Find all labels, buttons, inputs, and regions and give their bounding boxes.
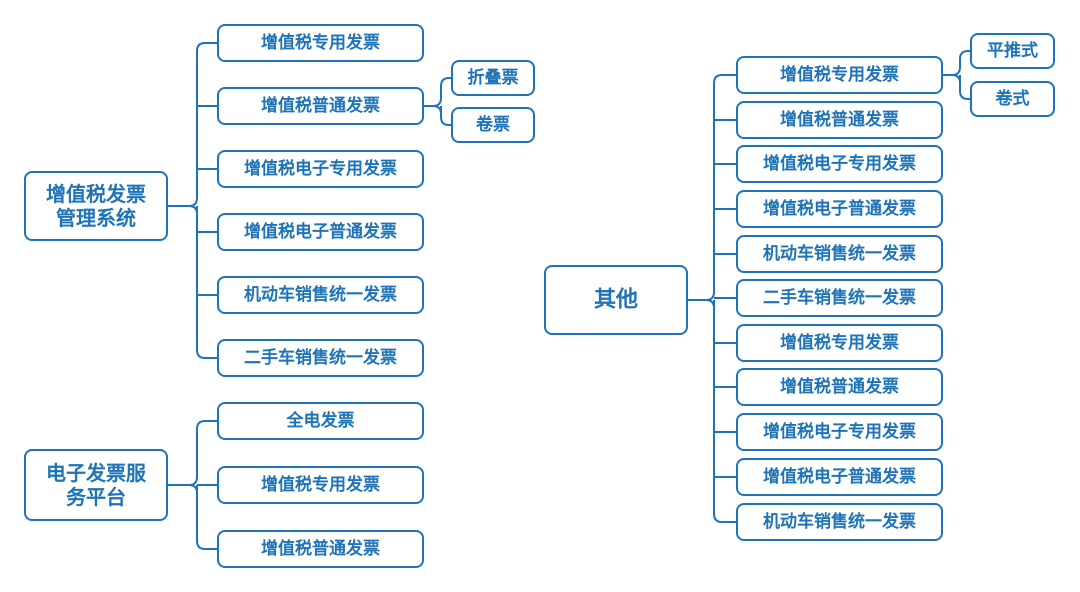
child-node-label: 二手车销售统一发票 [244,347,397,368]
child-node: 增值税专用发票 [217,466,424,504]
root-node-2: 其他 [544,265,688,335]
grandchild-node: 折叠票 [451,60,535,96]
child-node-box [736,101,943,139]
child-node-label: 增值税专用发票 [780,332,899,353]
child-node: 二手车销售统一发票 [217,339,424,377]
connector-root-0 [167,42,218,359]
child-node: 增值税普通发票 [736,368,943,406]
child-node: 增值税电子普通发票 [736,190,943,228]
child-node-box [736,190,943,228]
child-node-label: 增值税普通发票 [261,538,380,559]
child-node-label: 机动车销售统一发票 [763,243,916,264]
grandchild-node-label: 卷式 [995,88,1030,109]
child-node-label: 全电发票 [286,410,355,431]
child-node: 机动车销售统一发票 [736,503,943,541]
child-node-box [217,24,424,62]
child-node-label: 机动车销售统一发票 [244,284,397,305]
child-node: 机动车销售统一发票 [217,276,424,314]
child-node-label: 增值税电子普通发票 [763,466,916,487]
child-node: 增值税电子普通发票 [736,458,943,496]
child-node-label: 增值税电子普通发票 [244,221,397,242]
child-node-box [217,213,424,251]
child-node: 全电发票 [217,402,424,440]
grandchild-node-label: 卷票 [475,114,510,135]
child-node-label: 增值税普通发票 [261,95,380,116]
child-node-label: 增值税普通发票 [780,109,899,130]
child-node: 增值税普通发票 [217,530,424,568]
grandchild-node-label: 平推式 [987,40,1038,61]
child-node: 机动车销售统一发票 [736,235,943,273]
child-node: 增值税电子专用发票 [217,150,424,188]
root-node-1-label: 电子发票服 [46,461,147,485]
child-node-box [217,276,424,314]
connector-root-1 [167,420,218,550]
grandchild-node: 卷式 [970,81,1055,117]
child-node: 增值税专用发票 [217,24,424,62]
child-node-box [217,466,424,504]
child-node-label: 增值税电子普通发票 [763,198,916,219]
grandchild-node-box [970,33,1055,69]
root-node-1-label: 务平台 [66,485,126,509]
root-node-0-label: 增值税发票 [46,182,146,206]
child-node: 增值税普通发票 [217,87,424,125]
child-node-box [217,402,424,440]
grandchild-node-box [451,107,535,143]
grandchild-node-box [970,81,1055,117]
child-node-label: 二手车销售统一发票 [763,287,916,308]
child-node-label: 增值税专用发票 [780,64,899,85]
child-node-label: 增值税专用发票 [261,32,380,53]
child-node-box [736,368,943,406]
child-node-label: 增值税电子专用发票 [763,421,916,442]
child-node-box [736,235,943,273]
connector-sub [423,77,452,126]
child-node-label: 机动车销售统一发票 [763,511,916,532]
child-node: 增值税电子专用发票 [736,145,943,183]
child-node: 二手车销售统一发票 [736,279,943,317]
grandchild-node: 卷票 [451,107,535,143]
child-node-label: 增值税专用发票 [261,474,380,495]
child-node-box [217,530,424,568]
child-node: 增值税专用发票 [736,324,943,362]
root-node-0-label: 管理系统 [56,206,136,230]
child-node-box [736,145,943,183]
child-node-box [736,503,943,541]
connector-root-2 [687,74,737,523]
child-node: 增值税电子普通发票 [217,213,424,251]
grandchild-node-label: 折叠票 [468,67,519,88]
child-node-box [736,279,943,317]
child-node-box [736,324,943,362]
child-node: 增值税普通发票 [736,101,943,139]
grandchild-node-box [451,60,535,96]
child-node-box [736,458,943,496]
root-node-2-label: 其他 [594,288,638,313]
child-node: 增值税电子专用发票 [736,413,943,451]
child-node-box [736,413,943,451]
connector-sub [942,50,971,100]
child-node-label: 增值税电子专用发票 [244,158,397,179]
child-node-label: 增值税电子专用发票 [763,153,916,174]
child-node: 增值税专用发票 [736,56,943,94]
child-node-box [217,339,424,377]
child-node-box [217,150,424,188]
child-node-label: 增值税普通发票 [780,376,899,397]
grandchild-node: 平推式 [970,33,1055,69]
